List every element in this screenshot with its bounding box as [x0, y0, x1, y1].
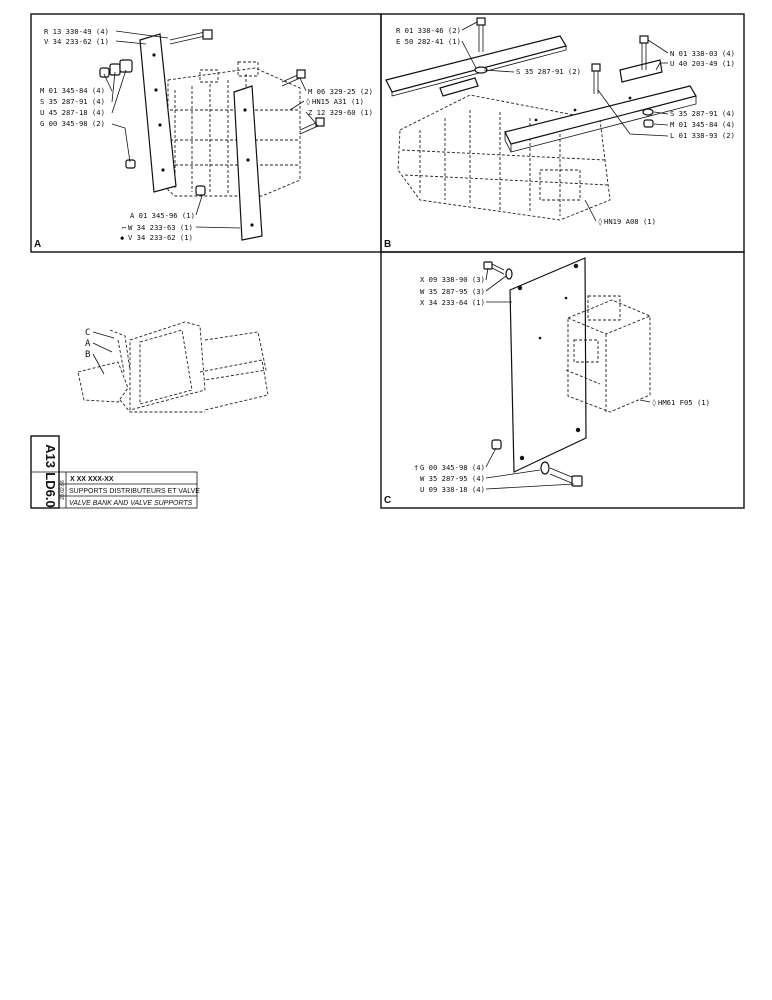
part-ref: X XX XXX-XX	[70, 476, 114, 483]
locator-letter-a: A	[85, 339, 91, 349]
panel-c-leaders	[485, 267, 651, 490]
label: W 34 233-63 (1)	[128, 223, 193, 232]
panel-a-labels-left: R 13 330-49 (4) V 34 233-62 (1) M 01 345…	[40, 27, 109, 128]
hn-marker-icon: ◊	[598, 217, 602, 226]
label: M 01 345-84 (4)	[40, 86, 105, 95]
title-english: VALVE BANK AND VALVE SUPPORTS	[69, 500, 193, 507]
panel-c-frame	[380, 251, 745, 509]
label: R 13 330-49 (4)	[44, 27, 109, 36]
label: X 09 338-90 (3)	[420, 275, 485, 284]
label: M 01 345-84 (4)	[670, 120, 735, 129]
panel-a-labels-right: M 06 329-25 (2) ◊ HN15 A31 (1) Z 12 329-…	[306, 87, 373, 117]
label: S 35 287-91 (4)	[670, 109, 735, 118]
panel-b-letter: B	[384, 239, 391, 250]
panel-a-leaders-right	[289, 77, 319, 127]
panel-b-leaders	[461, 21, 669, 222]
panel-c-illustration	[483, 257, 651, 487]
sheet-date: 28.02.86	[60, 480, 66, 500]
label: A 01 345-96 (1)	[130, 211, 195, 220]
label: M 06 329-25 (2)	[308, 87, 373, 96]
hn-marker-icon: ◊	[306, 97, 310, 106]
panel-a-leaders	[103, 30, 169, 163]
label: S 35 287-91 (4)	[40, 97, 105, 106]
label: W 35 287-95 (4)	[420, 474, 485, 483]
panel-a-illustration	[99, 29, 325, 241]
marker-icon: †	[414, 463, 418, 472]
panel-a-labels-bottom: A 01 345-96 (1) ⌐ W 34 233-63 (1) ◆ V 34…	[120, 211, 195, 242]
panel-c-letter: C	[384, 495, 391, 506]
panel-a-leaders-bottom	[195, 195, 241, 229]
label: G 00 345-98 (2)	[40, 119, 105, 128]
label: HM61 F05 (1)	[658, 398, 710, 407]
sheet-code-b: LD6.0	[43, 472, 58, 507]
label: G 00 345-98 (4)	[420, 463, 485, 472]
label: R 01 338-46 (2)	[396, 26, 461, 35]
locator-letter-b: B	[85, 350, 90, 360]
hn-marker-icon: ◊	[652, 398, 656, 407]
label: X 34 233-64 (1)	[420, 298, 485, 307]
panel-c-labels: X 09 338-90 (3) W 35 287-95 (3) X 34 233…	[414, 275, 710, 494]
bracket-icon: ⌐	[122, 223, 127, 232]
title-french: SUPPORTS DISTRIBUTEURS ET VALVE	[69, 488, 200, 495]
locator-letter-c: C	[85, 328, 90, 338]
label: U 45 287-18 (4)	[40, 108, 105, 117]
panel-a-frame	[30, 13, 382, 253]
label: V 34 233-62 (1)	[128, 233, 193, 242]
label: HN19 A08 (1)	[604, 217, 656, 226]
title-block: A13 LD6.0 28.02.86 X XX XXX-XX SUPPORTS …	[30, 435, 200, 509]
sheet-code-a: A13	[43, 444, 58, 468]
locator-labels: C A B	[85, 328, 115, 375]
label: U 09 338-18 (4)	[420, 485, 485, 494]
label: E 50 282-41 (1)	[396, 37, 461, 46]
locator-machine-sketch	[77, 321, 269, 413]
label: U 40 203-49 (1)	[670, 59, 735, 68]
label: HN15 A31 (1)	[312, 97, 364, 106]
label: N 01 338-03 (4)	[670, 49, 735, 58]
marker-icon: ◆	[120, 233, 125, 242]
panel-b-labels: R 01 338-46 (2) E 50 282-41 (1) S 35 287…	[396, 26, 735, 226]
label: Z 12 329-60 (1)	[308, 108, 373, 117]
label: W 35 287-95 (3)	[420, 287, 485, 296]
label: L 01 338-93 (2)	[670, 131, 735, 140]
panel-b-illustration	[385, 17, 697, 221]
label: S 35 287-91 (2)	[516, 67, 581, 76]
label: V 34 233-62 (1)	[44, 37, 109, 46]
panel-a-letter: A	[34, 239, 41, 250]
